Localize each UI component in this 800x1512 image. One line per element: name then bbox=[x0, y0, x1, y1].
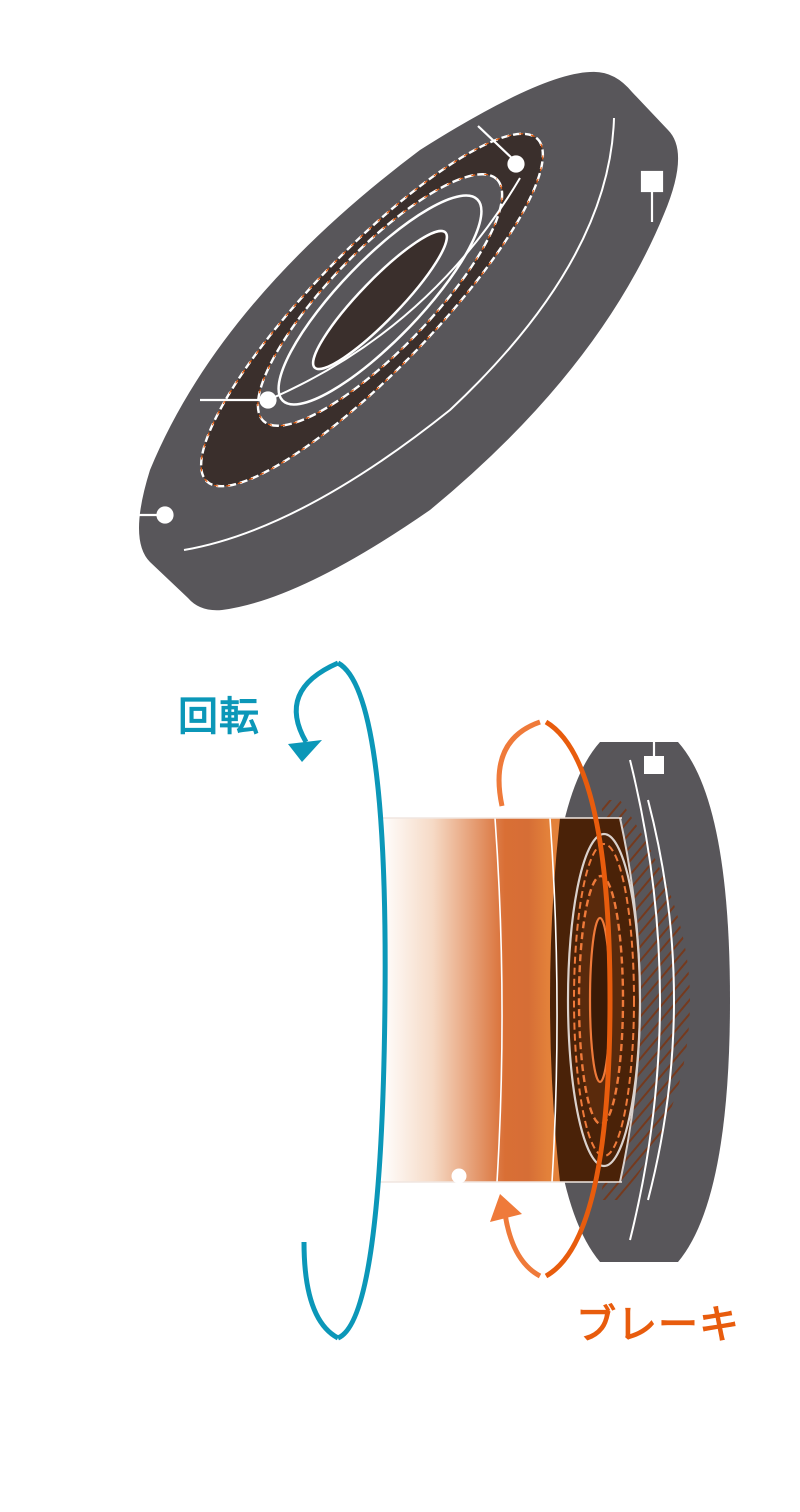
rotation-arrow-front bbox=[336, 660, 388, 1341]
callout-dot bbox=[259, 391, 277, 409]
callout-dot bbox=[507, 155, 525, 173]
top-disc-group bbox=[136, 71, 679, 611]
curved-arrow-icon bbox=[490, 1194, 522, 1222]
top-disc-edge-line bbox=[183, 117, 615, 551]
rotation-label: 回転 bbox=[178, 694, 260, 740]
top-callouts bbox=[136, 125, 664, 524]
side-face-rings bbox=[566, 832, 642, 1168]
brake-label: ブレーキ bbox=[576, 1302, 740, 1348]
callout-dot bbox=[156, 506, 174, 524]
callout-square bbox=[644, 756, 664, 774]
rotation-arrow-back bbox=[293, 660, 339, 744]
callout-dot bbox=[451, 1168, 467, 1184]
brake-arrow-front bbox=[544, 719, 613, 1279]
rotation-arrow-tail bbox=[301, 1241, 340, 1341]
callout-square bbox=[640, 170, 664, 193]
brake-arrow-back bbox=[496, 719, 541, 807]
top-hub bbox=[311, 229, 449, 371]
side-view-group bbox=[288, 660, 730, 1341]
curved-arrow-icon bbox=[288, 740, 322, 762]
